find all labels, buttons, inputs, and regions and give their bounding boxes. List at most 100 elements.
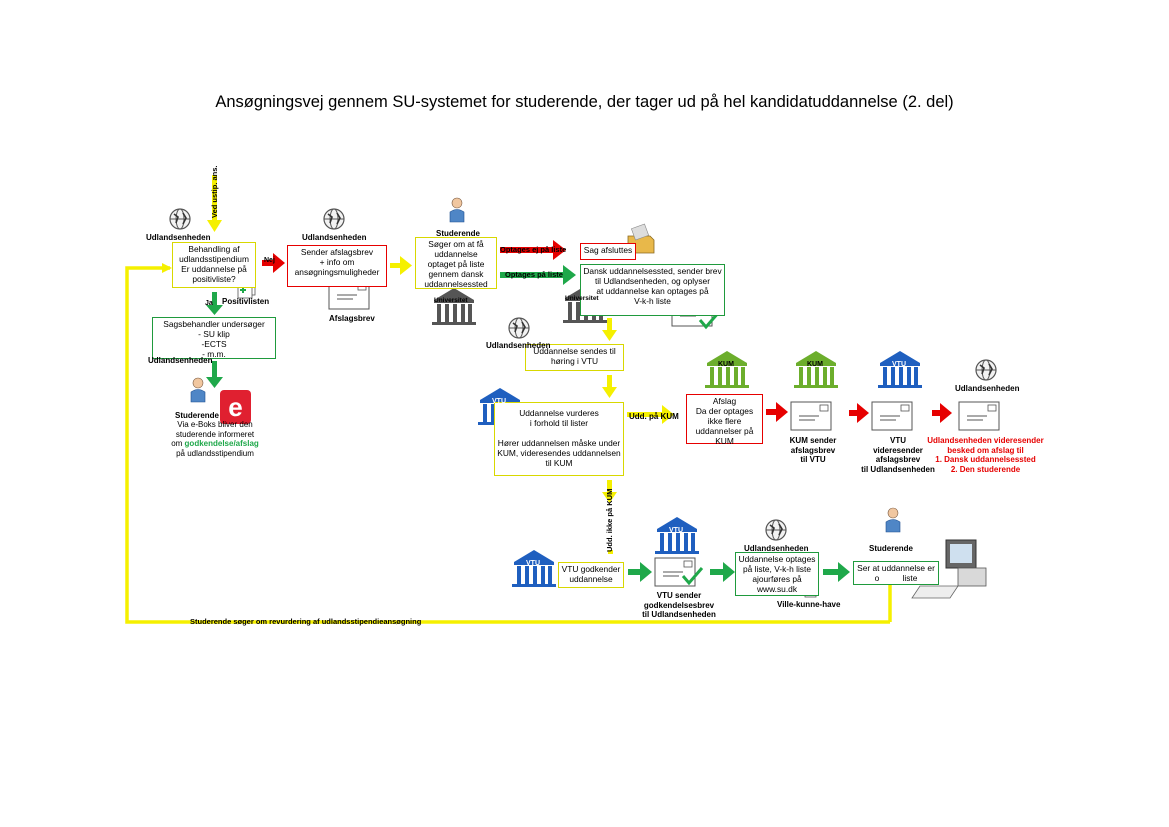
vtu-videresender-line-1: VTU (890, 436, 906, 445)
eboks-info-line-3: om godkendelse/afslag (160, 439, 270, 449)
universitet-label-1: Universitet (434, 297, 468, 304)
ser-at-line-2: o liste (874, 573, 918, 583)
vtu-label-2: VTU (492, 398, 506, 405)
studerende-label-2: Studerende (175, 411, 220, 420)
afslag-line-5: KUM (715, 436, 734, 446)
optages-liste-box: Uddannelse optages på liste, V-k-h liste… (735, 552, 819, 596)
afslag-line-4: uddannelser på (695, 426, 754, 436)
vtu-videresender-label: VTU videresender afslagsbrev til Udlands… (852, 436, 944, 474)
eboks-info-label: Via e-Boks bliver den studerende informe… (160, 420, 270, 458)
optages-liste-line-3: ajourføres på (752, 574, 802, 584)
optages-liste-line-2: på liste, V-k-h liste (743, 564, 811, 574)
sender-afslag-line-1: Sender afslagsbrev (300, 247, 374, 257)
sendes-hoering-line-1: Uddannelse sendes til (533, 346, 616, 356)
dansk-udd-line-2: til Udlandsenheden, og oplyser (594, 276, 710, 286)
vtu-godkender-box: VTU godkender uddannelse (558, 562, 624, 588)
optages-liste-line-4: www.su.dk (756, 584, 798, 594)
sagsbehandler-line-4: - m.m. (202, 349, 226, 359)
afslag-line-3: ikke flere (707, 416, 742, 426)
udlandsenheden-label-2: Udlandsenheden (302, 233, 367, 242)
behandling-line-4: positivliste? (192, 274, 236, 284)
ved-ustip-label: Ved ustip. ans. (210, 165, 219, 218)
eboks-info-line-1: Via e-Boks bliver den (177, 420, 253, 429)
dansk-udd-line-4: V-k-h liste (634, 296, 671, 306)
afslag-line-1: Afslag (712, 396, 737, 406)
page-title: Ansøgningsvej gennem SU-systemet for stu… (215, 93, 954, 111)
kum-label-2: KUM (807, 361, 823, 368)
studerende-label-1: Studerende (436, 229, 481, 238)
vurderes-line-3 (497, 428, 621, 438)
udd-ikke-paa-kum-label: Udd. ikke på KUM (605, 488, 614, 552)
feedback-label: Studerende søger om revurdering af udlan… (190, 617, 422, 626)
vtu-sender-line-2: godkendelsesbrev (643, 600, 715, 610)
sendes-hoering-line-2: høring i VTU (550, 356, 598, 366)
eboks-om: om (171, 439, 185, 448)
kum-label-1: KUM (718, 361, 734, 368)
udlandsenheden-label-6: Udlandsenheden (744, 544, 809, 553)
behandling-line-3: Er uddannelse på (181, 264, 247, 274)
sag-afsluttes-box: Sag afsluttes (580, 243, 636, 260)
soeger-line-3: optaget på liste (427, 259, 485, 269)
kum-sender-label: KUM sender afslagsbrev til VTU (783, 436, 843, 465)
afslag-line-2: Da der optages (695, 406, 754, 416)
optages-label: Optages på liste (505, 270, 563, 279)
udl-vid-line-4: 2. Den studerende (950, 464, 1021, 474)
behandling-box: Behandling af udlandsstipendium Er uddan… (172, 242, 256, 288)
studerende-label-3: Studerende (869, 544, 914, 553)
vtu-godkender-line-2: uddannelse (569, 574, 613, 584)
eboks-icon (220, 390, 251, 424)
sag-afsluttes-line: Sag afsluttes (583, 245, 633, 255)
vurderes-line-1: Uddannelse vurderes (519, 408, 599, 418)
ser-at-box: Ser at uddannelse er o liste (853, 561, 939, 585)
behandling-line-2: udlandsstipendium (179, 254, 249, 264)
vtu-videresender-line-4: til Udlandsenheden (861, 464, 935, 474)
sender-afslag-line-2: + info om (319, 257, 355, 267)
vtu-videresender-line-3: afslagsbrev (875, 455, 921, 464)
afslag-box: Afslag Da der optages ikke flere uddanne… (686, 394, 763, 446)
nej-label: Nej (264, 257, 275, 264)
eboks-info-line-4: på udlandsstipendium (176, 448, 254, 458)
soeger-line-1: Søger om at få (428, 239, 484, 249)
ser-at-line-1: Ser at uddannelse er (857, 563, 935, 573)
soeger-box: Søger om at få uddannelse optaget på lis… (415, 237, 497, 289)
soeger-line-4: gennem dansk (428, 269, 484, 279)
positivlisten-label: Positivlisten (222, 297, 270, 306)
kum-sender-line-1: KUM sender (789, 436, 837, 445)
udl-vid-line-1: Udlandsenheden videresender (927, 436, 1044, 445)
sendes-hoering-box: Uddannelse sendes til høring i VTU (525, 344, 624, 371)
svg-text:e: e (228, 392, 242, 422)
vtu-godkender-line-1: VTU godkender (561, 564, 621, 574)
vtu-label-4: VTU (669, 527, 683, 534)
udl-vid-line-2: besked om afslag til (947, 445, 1024, 455)
vurderes-box: Uddannelse vurderes i forhold til lister… (494, 402, 624, 476)
universitet-label-2: Universitet (565, 295, 599, 302)
kum-sender-line-2: afslagsbrev (790, 445, 836, 455)
sender-afslag-box: Sender afslagsbrev + info om ansøgningsm… (287, 245, 387, 287)
kum-sender-line-3: til VTU (800, 455, 826, 464)
vtu-sender-label: VTU sender godkendelsesbrev til Udlandse… (633, 591, 725, 620)
ville-kunne-have-label: Ville-kunne-have (777, 600, 841, 609)
udl-vid-line-3: 1. Dansk uddannelsessted (935, 455, 1036, 464)
vurderes-line-5: KUM, videresendes uddannelsen (497, 448, 621, 458)
optages-ikke-label: Optages ej på liste (500, 245, 567, 254)
udlandsenheden-label-1: Udlandsenheden (146, 233, 211, 242)
sagsbehandler-line-3: -ECTS (201, 339, 227, 349)
soeger-line-5: uddannelsessted (424, 279, 488, 289)
vtu-label-1: VTU (892, 361, 906, 368)
vtu-sender-line-3: til Udlandsenheden (642, 610, 716, 619)
feedback-loop-line (125, 266, 190, 624)
vtu-label-3: VTU (526, 560, 540, 567)
sagsbehandler-line-1: Sagsbehandler undersøger (163, 319, 265, 329)
udlandsenheden-label-3: Udlandsenheden (486, 341, 551, 350)
sender-afslag-line-3: ansøgningsmuligheder (294, 267, 380, 277)
sagsbehandler-box: Sagsbehandler undersøger - SU klip -ECTS… (152, 317, 276, 359)
eboks-godkendelse-afslag: godkendelse/afslag (184, 439, 259, 448)
vtu-videresender-line-2: videresender (873, 445, 923, 455)
vurderes-line-6: til KUM (545, 458, 573, 468)
vurderes-line-4: Hører uddannelsen måske under (497, 438, 621, 448)
eboks-info-line-2: studerende informeret (175, 429, 255, 439)
dansk-udd-box: Dansk uddannelsessted, sender brev til U… (580, 264, 725, 316)
ja-label: Ja (205, 300, 213, 307)
behandling-line-1: Behandling af (188, 244, 240, 254)
dansk-udd-line-3: at uddannelse kan optages på (596, 286, 709, 296)
